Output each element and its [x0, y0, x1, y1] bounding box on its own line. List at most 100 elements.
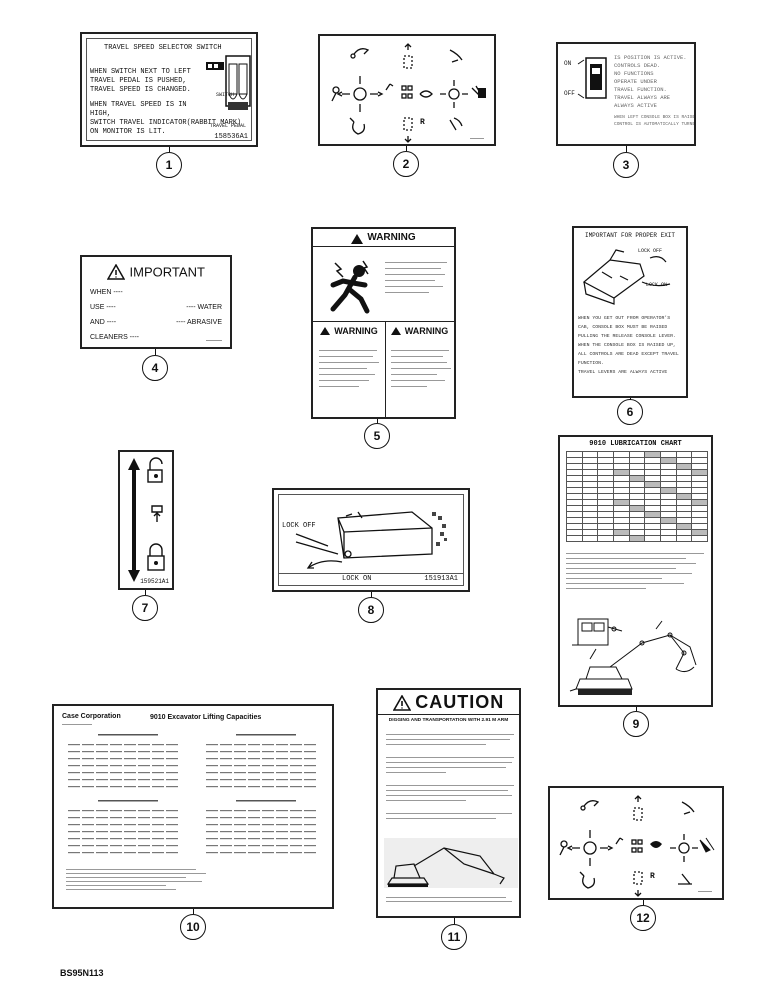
decal3-on-label: ON	[564, 60, 572, 67]
decal-important-cleaning: IMPORTANT WHEN ---- USE -------- WATER A…	[80, 255, 232, 349]
decal8-lock-on: LOCK ON	[342, 575, 372, 583]
decal6-line: TRAVEL LEVERS ARE ALWAYS ACTIVE	[578, 370, 668, 375]
warning-triangle-icon	[390, 327, 401, 335]
decal4-row-right: ---- ABRASIVE	[176, 319, 222, 326]
caution-triangle-icon	[392, 693, 412, 711]
warning-triangle-icon	[106, 263, 126, 280]
decal-console-lock: LOCK OFF LOCK ON 151913A1	[272, 488, 470, 592]
decal5-left-header: WARNING	[313, 326, 385, 336]
callout-4: 4	[142, 355, 168, 381]
decal-control-lock-switch: ON OFF IS POSITION IS ACTIVE. CONTROLS D…	[556, 42, 696, 146]
decal10-title: 9010 Excavator Lifting Capacities	[150, 714, 262, 721]
callout-leader	[643, 900, 644, 905]
callout-9: 9	[623, 711, 649, 737]
decal4-row-left: WHEN ----	[90, 289, 123, 296]
callout-6: 6	[617, 399, 643, 425]
lubrication-table	[566, 451, 708, 542]
lock-position-icon	[128, 457, 165, 582]
decal9-title: 9010 LUBRICATION CHART	[589, 440, 682, 448]
callout-3: 3	[613, 152, 639, 178]
decal3-line: IS POSITION IS ACTIVE.	[614, 54, 687, 61]
decal1-switch-label: SWITCH	[216, 92, 235, 98]
decal1-part-number: 158536A1	[214, 133, 248, 141]
decal1-line: TRAVEL PEDAL IS PUSHED,	[90, 77, 187, 85]
decal5-right-header: WARNING	[385, 326, 454, 336]
decal12-r-label: R	[650, 872, 655, 881]
electrocution-hazard-icon	[330, 260, 370, 314]
decal-lifting-capacities: Case Corporation 9010 Excavator Lifting …	[52, 704, 334, 909]
decal6-line: FUNCTION.	[578, 361, 604, 366]
decal5-warning-left: WARNING	[334, 326, 378, 336]
decal6-line: CAB, CONSOLE BOX MUST BE RAISED	[578, 325, 668, 330]
decal4-header: IMPORTANT	[82, 263, 230, 281]
callout-leader	[406, 146, 407, 151]
warning-triangle-icon	[320, 327, 331, 335]
callout-leader	[626, 146, 627, 152]
decal10-company: Case Corporation	[62, 713, 121, 720]
decal7-part-number: 159521A1	[140, 578, 169, 585]
decal6-title: IMPORTANT FOR PROPER EXIT	[584, 232, 675, 239]
decal3-line: CONTROL IS AUTOMATICALLY TURNED OFF	[614, 122, 696, 127]
table-row	[566, 469, 708, 476]
decal2-r-label: R	[420, 118, 425, 127]
decal3-off-label: OFF	[564, 90, 575, 97]
callout-leader	[377, 419, 378, 423]
table-row	[566, 529, 708, 536]
decal4-title: IMPORTANT	[129, 264, 205, 280]
decal3-line: ALWAYS ACTIVE	[614, 102, 657, 109]
decal1-line: SWITCH TRAVEL INDICATOR(RABBIT MARK)	[90, 119, 242, 127]
excavator-lube-points-icon	[569, 618, 697, 695]
decal3-line: WHEN LEFT CONSOLE BOX IS RAISED UP,	[614, 115, 696, 120]
decal1-line: WHEN TRAVEL SPEED IS IN HIGH,	[90, 101, 187, 118]
decal-warning-electrical: WARNING WARNING WARNING	[311, 227, 456, 419]
callout-12: 12	[630, 905, 656, 931]
decal8-lock-off: LOCK OFF	[282, 522, 316, 530]
table-row	[566, 499, 708, 506]
decal11-title: CAUTION	[415, 692, 505, 712]
decal3-line: CONTROLS DEAD.	[614, 62, 661, 69]
callout-leader	[371, 592, 372, 597]
decal-important-proper-exit: IMPORTANT FOR PROPER EXIT LOCK OFF LOCK …	[572, 226, 688, 398]
decal6-line: PULLING THE RELEASE CONSOLE LEVER.	[578, 334, 676, 339]
decal1-line: WHEN SWITCH NEXT TO LEFT	[90, 68, 191, 76]
decal5-warning-right: WARNING	[404, 326, 449, 336]
decal1-pedal-label: TRAVEL PEDAL	[210, 123, 247, 129]
decal11-header: CAUTION	[378, 692, 519, 713]
console-lever-icon	[582, 249, 671, 305]
decal1-line: TRAVEL SPEED IS CHANGED.	[90, 86, 191, 94]
decal6-line: WHEN THE CONSOLE BOX IS RAISED UP,	[578, 343, 676, 348]
table-row	[566, 487, 708, 494]
figure-code: BS95N113	[60, 968, 104, 978]
table-row	[566, 535, 708, 542]
console-box-icon	[295, 511, 447, 569]
control-pattern-icon	[559, 795, 715, 897]
decal1-line: ON MONITOR IS LIT.	[90, 128, 166, 136]
decal5-warning-main: WARNING	[367, 232, 416, 243]
decal1-title: TRAVEL SPEED SELECTOR SWITCH	[104, 44, 222, 52]
decal4-row-left: CLEANERS ----	[90, 334, 140, 341]
callout-11: 11	[441, 924, 467, 950]
decal4-row-right: ---- WATER	[186, 304, 222, 311]
callout-10: 10	[180, 914, 206, 940]
decal6-line: ALL CONTROLS ARE DEAD EXCEPT TRAVEL	[578, 352, 679, 357]
decal-control-pattern: R	[318, 34, 496, 146]
callout-8: 8	[358, 597, 384, 623]
decal3-line: OPERATE UNDER	[614, 78, 657, 85]
excavator-transport-icon	[384, 838, 518, 888]
warning-triangle-icon	[351, 233, 364, 244]
callout-leader	[636, 707, 637, 711]
table-row	[566, 457, 708, 464]
decal3-line: NO FUNCTIONS	[614, 70, 654, 77]
callout-leader	[169, 147, 170, 152]
decal6-lock-on: LOCK ON	[646, 282, 668, 288]
decal3-line: TRAVEL FUNCTION.	[614, 86, 667, 93]
callout-leader	[155, 349, 156, 355]
travel-pedal-switch-icon	[206, 55, 251, 110]
decal-caution-digging: CAUTION DIGGING AND TRANSPORTATION WITH …	[376, 688, 521, 918]
decal-lubrication-chart: 9010 LUBRICATION CHART	[558, 435, 713, 707]
decal8-part-number: 151913A1	[424, 575, 458, 583]
decal11-subtitle: DIGGING AND TRANSPORTATION WITH 2.91 M A…	[388, 718, 509, 723]
decal-travel-speed-selector: TRAVEL SPEED SELECTOR SWITCH WHEN SWITCH…	[80, 32, 258, 147]
callout-7: 7	[132, 595, 158, 621]
callout-leader	[454, 918, 455, 924]
